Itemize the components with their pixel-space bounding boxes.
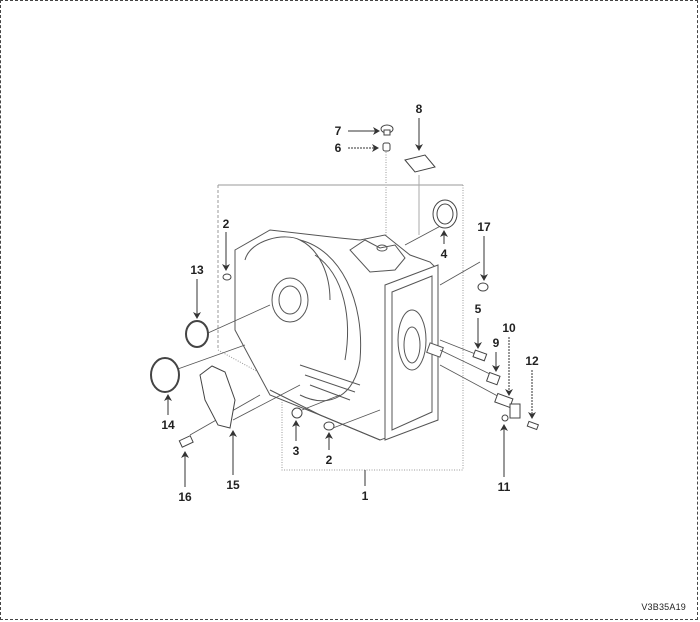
callout-8: 8	[415, 102, 423, 116]
image-code: V3B35A19	[641, 602, 686, 612]
callout-17: 17	[477, 220, 491, 234]
callout-15: 15	[226, 478, 240, 492]
callout-6: 6	[334, 141, 342, 155]
callout-3: 3	[292, 444, 300, 458]
assembly-bracket	[217, 184, 464, 486]
callout-10: 10	[502, 321, 516, 335]
callout-1: 1	[361, 489, 369, 503]
callout-2-lower: 2	[325, 453, 333, 467]
callout-13: 13	[190, 263, 204, 277]
callout-7: 7	[334, 124, 342, 138]
callout-14: 14	[161, 418, 175, 432]
callout-12: 12	[525, 354, 539, 368]
callout-2: 2	[222, 217, 230, 231]
callout-11: 11	[497, 480, 511, 494]
callout-16: 16	[178, 490, 192, 504]
transmission-case	[234, 229, 444, 441]
callout-4: 4	[440, 247, 448, 261]
callout-9: 9	[492, 336, 500, 350]
parts	[150, 124, 540, 448]
callout-5: 5	[474, 302, 482, 316]
